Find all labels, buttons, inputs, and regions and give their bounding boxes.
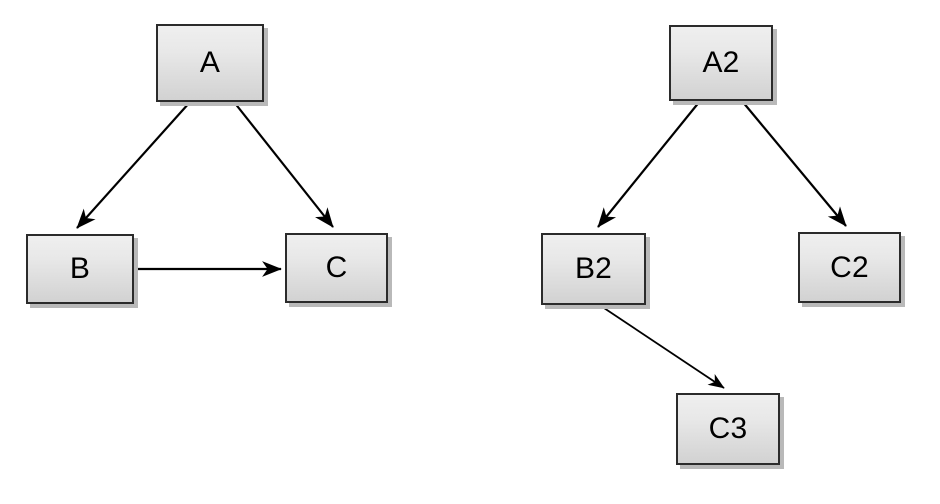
edge-a-to-b (76, 101, 191, 229)
node-c2[interactable]: C2 (798, 232, 901, 303)
edge-a2-to-c2 (741, 100, 847, 227)
edge-a2-to-b2 (597, 100, 701, 228)
node-c-label: C (325, 251, 348, 284)
node-c2-label: C2 (830, 250, 869, 284)
edge-a-to-c (233, 101, 334, 228)
node-a2[interactable]: A2 (669, 25, 773, 101)
node-c3[interactable]: C3 (676, 393, 780, 465)
node-c[interactable]: C (285, 233, 388, 303)
node-a2-label: A2 (702, 46, 740, 79)
node-b-label: B (69, 252, 91, 285)
node-b2-label: B2 (574, 252, 613, 285)
edge-b2-to-c3 (600, 305, 725, 389)
node-b2[interactable]: B2 (541, 233, 646, 305)
node-a[interactable]: A (156, 24, 264, 102)
node-a-label: A (199, 46, 221, 79)
node-b[interactable]: B (26, 234, 134, 304)
node-c3-label: C3 (708, 412, 748, 445)
